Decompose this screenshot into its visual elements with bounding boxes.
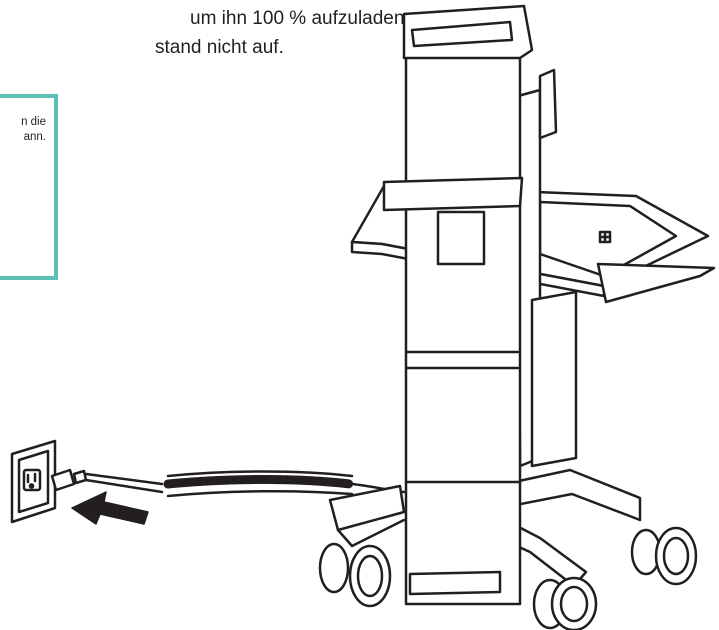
- instruction-line-1: um ihn 100 % aufzuladen.: [190, 8, 410, 29]
- power-cable: [84, 470, 406, 498]
- rear-column: [516, 88, 578, 468]
- main-column: [382, 4, 558, 606]
- instruction-line-2: stand nicht auf.: [155, 37, 284, 58]
- cart-wheels: [318, 526, 698, 630]
- power-plug: [50, 468, 88, 492]
- note-box: n die ann.: [0, 94, 58, 280]
- note-line-2: ann.: [23, 131, 46, 143]
- plug-in-arrow: [71, 491, 149, 525]
- note-line-1: n die: [21, 116, 46, 128]
- wall-outlet: [10, 439, 57, 524]
